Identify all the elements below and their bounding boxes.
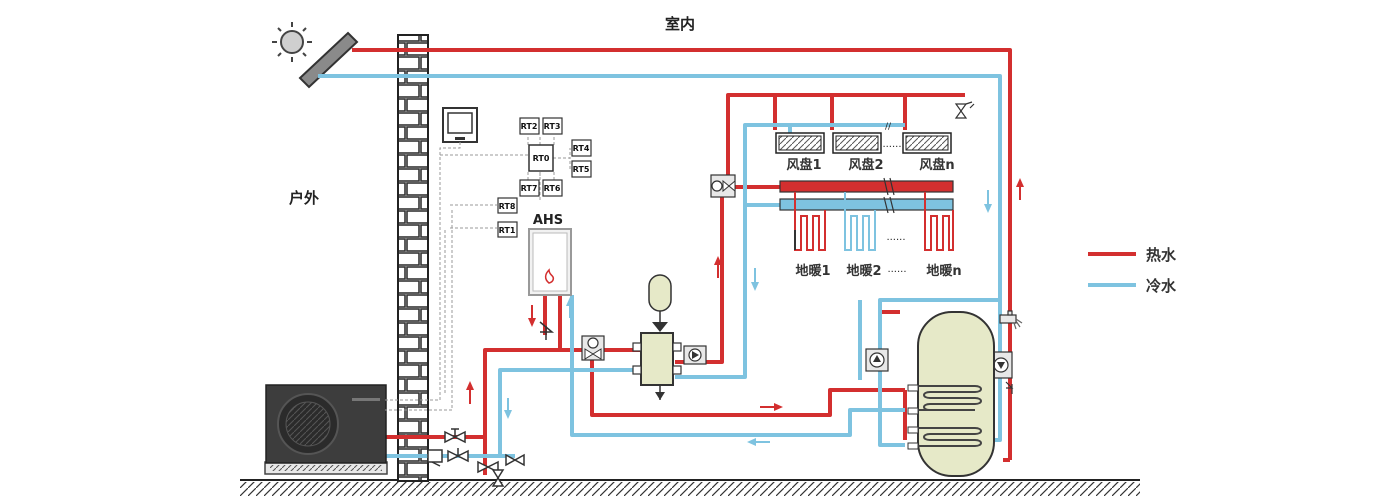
thermostat-rt3-label: RT3 [544,122,561,131]
floor-heating-n-label: 地暖n [926,263,961,279]
thermostat-rt0-label: RT0 [533,154,550,163]
fan-coil-2-label: 风盘2 [848,157,883,173]
circulation-pump-main[interactable] [683,345,707,365]
zone-indoor-label: 室内 [665,15,695,33]
thermostat-rt7-label: RT7 [521,184,538,193]
dhw-water-tank[interactable] [907,311,995,477]
control-wiring [385,137,571,411]
fan-coil-1[interactable] [775,132,825,154]
legend-hot-label: 热水 [1146,246,1177,264]
ahs-auxiliary-heater[interactable] [528,228,572,296]
legend: 热水 冷水 [1088,246,1177,295]
circulation-pump-dhw[interactable] [865,348,889,372]
three-way-valve-zone[interactable] [710,174,736,198]
fan-coil-1-label: 风盘1 [786,157,821,173]
floor-heating-1-label: 地暖1 [795,263,830,279]
flow-arrows [466,178,1024,446]
thermostat-rt5-label: RT5 [573,165,590,174]
floor-heating-label-ellipsis: ...... [887,264,906,275]
floor-heating-2-label: 地暖2 [846,263,881,279]
zone-outdoor-label: 户外 [289,189,319,207]
brick-wall [397,34,429,482]
fan-coil-n[interactable] [902,132,952,154]
solar-collector [298,31,359,89]
thermostat-rt2-label: RT2 [521,122,538,131]
floor-heating-loops [794,192,954,251]
three-way-valve-main[interactable] [581,335,605,361]
flame-icon [544,268,555,284]
valve-group-outdoor[interactable] [427,428,525,487]
floor-heating-manifold[interactable] [779,177,954,214]
legend-cold-label: 冷水 [1146,277,1177,295]
ground [240,479,1140,496]
ahs-label: AHS [533,213,563,228]
fan-coil-n-label: 风盘n [919,157,954,173]
thermostat-rt1-label: RT1 [499,226,516,235]
pipe-break-mark: // [885,122,892,132]
heat-pump-outdoor-unit[interactable] [264,384,388,475]
thermostat-rt6-label: RT6 [544,184,561,193]
fan-coil-units: ...... // 风盘1 风盘2 风盘n [775,122,955,173]
check-valve-return [1005,381,1014,394]
fan-coil-ellipsis: ...... [882,139,901,150]
thermostat-rt4-label: RT4 [573,144,590,153]
thermostat-rt8-label: RT8 [499,202,516,211]
valve-fancoil[interactable] [954,101,975,119]
fan-coil-2[interactable] [832,132,882,154]
sun-icon [272,22,312,62]
thermostat-group[interactable]: RT0 RT1 RT2 RT3 RT4 RT5 RT6 RT7 RT8 [497,117,592,238]
floor-heating-ellipsis: ...... [886,232,905,243]
tap-icon [999,310,1023,330]
room-controller-screen[interactable] [442,107,478,143]
expansion-vessel [648,274,672,332]
buffer-tank[interactable] [632,332,682,400]
check-valve-ahs [539,321,555,340]
